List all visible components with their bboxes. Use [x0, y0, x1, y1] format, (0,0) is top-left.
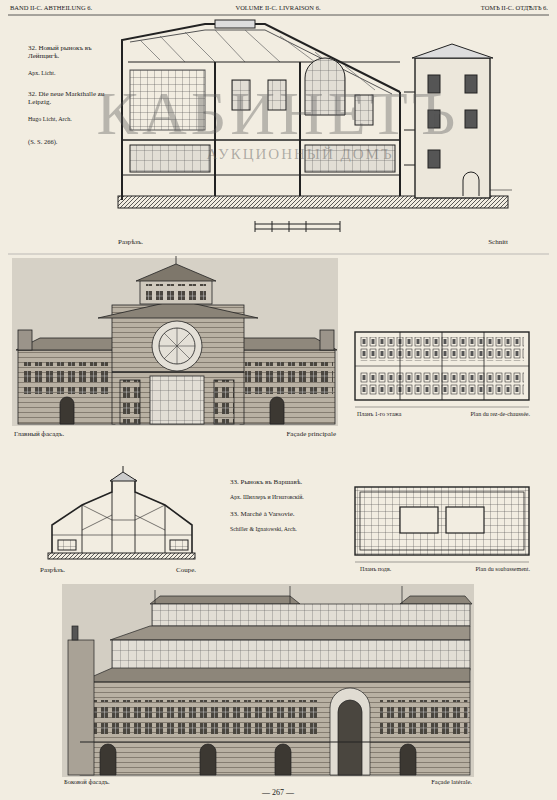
- view-label: Plan du soubassement.: [476, 566, 531, 573]
- plate-caption: 33. Рынокъ въ Варшавѣ.: [230, 478, 350, 486]
- view-label: Plan du rez-de-chaussée.: [471, 411, 530, 418]
- view-label: Боковой фасадъ.: [64, 778, 110, 785]
- view-label: Планъ подв.: [360, 566, 391, 573]
- architect-credit: Schiller & Ignatowski, Arch.: [230, 526, 350, 533]
- page-number: — 267 —: [262, 788, 294, 797]
- view-label: Планъ 1-го этажа: [357, 411, 401, 418]
- header: ТОМЪ II-С. ОТДѢЛЪ 6.: [481, 4, 548, 11]
- view-label: Façade latérale.: [431, 778, 472, 785]
- view-label: Разрѣзъ.: [118, 238, 143, 246]
- view-label: Façade principale: [286, 430, 336, 438]
- view-label: Главный фасадъ.: [14, 430, 64, 438]
- view-label: Schnitt: [488, 238, 508, 246]
- view-label: Coupe.: [176, 566, 196, 574]
- header: VOLUME II-C. LIVRAISON 6.: [235, 4, 320, 11]
- plate-caption: 33. Marché à Varsovie.: [230, 510, 350, 518]
- watermark: КАБИНЕТЪ: [97, 78, 460, 149]
- architect-credit: Арх. Licht.: [28, 70, 114, 77]
- watermark: АУКЦИОННЫЙ ДОМЪ: [207, 146, 394, 163]
- view-label: Разрѣзъ.: [40, 566, 65, 574]
- header: BAND II-C. ABTHEILUNG 6.: [10, 4, 92, 11]
- architect-credit: Арх. Шиллеръ и Игнатовскій.: [230, 494, 350, 501]
- plate-caption: 32. Новый рынокъ въ Лейпцигѣ.: [28, 44, 114, 60]
